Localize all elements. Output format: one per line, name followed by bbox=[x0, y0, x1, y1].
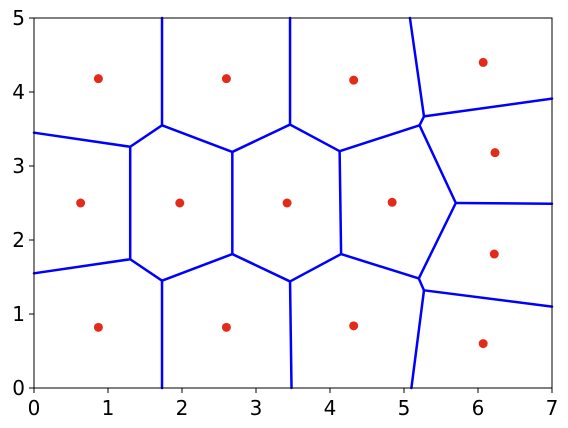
y-tick-label-2: 2 bbox=[12, 228, 25, 252]
seed-point-1 bbox=[221, 74, 231, 84]
x-tick-label-4: 4 bbox=[324, 396, 337, 420]
seed-point-10 bbox=[93, 322, 103, 332]
seed-points bbox=[76, 57, 500, 349]
seed-point-8 bbox=[490, 148, 500, 158]
voronoi-edge-23 bbox=[417, 201, 458, 280]
seed-point-5 bbox=[175, 198, 185, 208]
voronoi-edge-25 bbox=[417, 277, 426, 292]
voronoi-edge-20 bbox=[338, 124, 421, 153]
voronoi-edge-15 bbox=[338, 149, 343, 256]
y-tick-label-0: 0 bbox=[12, 376, 25, 400]
x-tick-label-1: 1 bbox=[102, 396, 115, 420]
voronoi-edge-7 bbox=[160, 124, 234, 154]
x-tick-label-5: 5 bbox=[398, 396, 411, 420]
seed-point-2 bbox=[349, 75, 359, 85]
voronoi-edge-17 bbox=[408, 16, 426, 118]
x-tick-label-0: 0 bbox=[28, 396, 41, 420]
seed-point-0 bbox=[93, 74, 103, 84]
voronoi-edge-12 bbox=[231, 252, 292, 283]
y-tick-label-3: 3 bbox=[12, 154, 25, 178]
x-tick-label-6: 6 bbox=[472, 396, 485, 420]
voronoi-edge-26 bbox=[422, 289, 554, 308]
voronoi-edge-4 bbox=[32, 257, 132, 275]
voronoi-edge-22 bbox=[454, 201, 554, 205]
voronoi-edge-13 bbox=[288, 280, 293, 390]
seed-point-9 bbox=[489, 249, 499, 259]
x-tick-label-7: 7 bbox=[546, 396, 559, 420]
y-tick-label-4: 4 bbox=[12, 80, 25, 104]
seed-point-13 bbox=[478, 339, 488, 349]
seed-point-12 bbox=[349, 321, 359, 331]
voronoi-edge-2 bbox=[32, 131, 132, 149]
voronoi-edge-11 bbox=[231, 123, 292, 154]
voronoi-edge-24 bbox=[339, 252, 421, 280]
seed-point-3 bbox=[478, 57, 488, 67]
voronoi-edge-16 bbox=[288, 252, 343, 283]
seed-point-11 bbox=[221, 322, 231, 332]
y-tick-label-1: 1 bbox=[12, 302, 25, 326]
voronoi-edge-19 bbox=[422, 97, 554, 118]
seed-point-7 bbox=[387, 197, 397, 207]
x-tick-label-2: 2 bbox=[176, 396, 189, 420]
seed-point-6 bbox=[282, 198, 292, 208]
voronoi-edges bbox=[32, 16, 554, 390]
y-tick-label-5: 5 bbox=[12, 6, 25, 30]
voronoi-edge-18 bbox=[418, 115, 426, 127]
voronoi-edge-14 bbox=[288, 123, 341, 153]
voronoi-edge-9 bbox=[160, 252, 234, 282]
seed-point-4 bbox=[76, 198, 86, 208]
voronoi-edge-21 bbox=[418, 124, 458, 205]
axis-ticks: 0 1 2 3 4 5 6 7 0 1 2 3 4 5 bbox=[12, 6, 558, 420]
voronoi-edge-5 bbox=[128, 257, 164, 282]
plot-frame bbox=[33, 17, 553, 389]
voronoi-edge-27 bbox=[410, 289, 426, 390]
x-tick-label-3: 3 bbox=[250, 396, 263, 420]
voronoi-edge-1 bbox=[128, 124, 164, 149]
